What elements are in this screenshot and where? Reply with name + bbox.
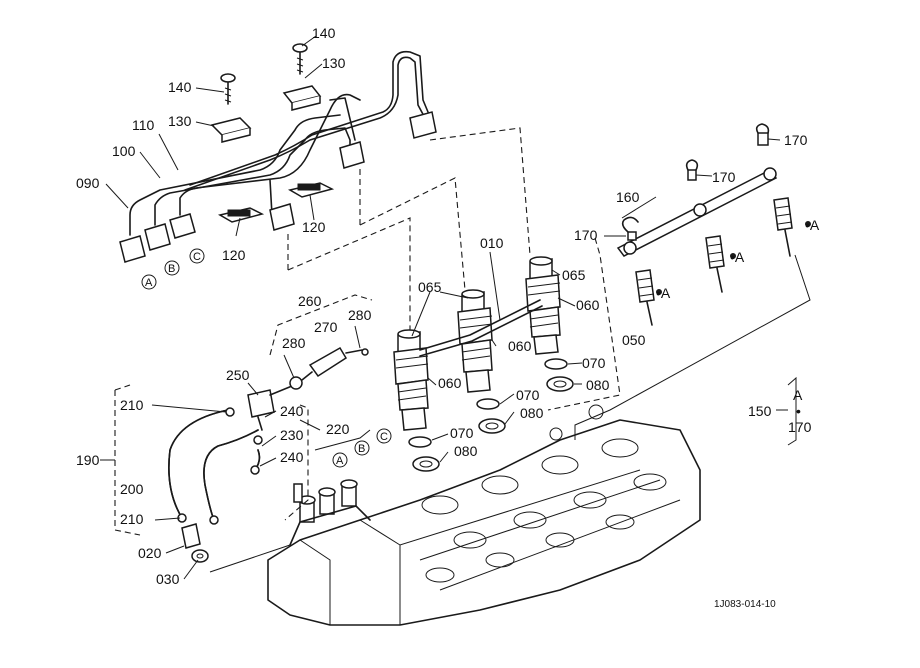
leader-lines: [100, 35, 797, 580]
assembly-lines: [114, 127, 811, 573]
label-270: 270: [314, 319, 338, 335]
label-250: 250: [226, 367, 250, 383]
label-170-d: 170: [788, 419, 812, 435]
circle-b-2: B: [358, 443, 365, 455]
label-200: 200: [120, 481, 144, 497]
label-110: 110: [132, 117, 155, 133]
label-210-a: 210: [120, 397, 144, 413]
label-090: 090: [76, 175, 100, 191]
circle-a-1: A: [145, 277, 153, 289]
glow-plug-1: [635, 269, 655, 326]
nozzle-right: [525, 256, 561, 355]
return-hose-270: [289, 346, 369, 390]
label-065-b: 065: [562, 267, 586, 283]
circle-b-1: B: [168, 263, 175, 275]
hose-clips: [177, 407, 263, 525]
glow-plug-2: [705, 235, 725, 293]
label-020: 020: [138, 545, 162, 561]
nozzle-washers: [408, 358, 574, 472]
head-bosses: [421, 404, 667, 583]
nozzle-middle: [457, 289, 493, 393]
label-030: 030: [156, 571, 180, 587]
return-hoses: [168, 346, 369, 563]
cylinder-head: [267, 404, 701, 626]
label-060-c: 060: [438, 375, 462, 391]
a-markers: •A •A •A A •: [656, 217, 820, 419]
glow-plug-3: [773, 197, 793, 257]
label-120-b: 120: [302, 219, 326, 235]
circle-a-2: A: [336, 455, 344, 467]
nozzle-left: [393, 329, 429, 431]
label-130-a: 130: [168, 113, 192, 129]
label-240-b: 240: [280, 449, 304, 465]
pipe-clamps: [210, 85, 335, 223]
circle-c-2: C: [380, 431, 388, 443]
label-240-a: 240: [280, 403, 304, 419]
label-060-a: 060: [576, 297, 600, 313]
label-260: 260: [298, 293, 322, 309]
label-080-a: 080: [586, 377, 610, 393]
dot-markers: [656, 221, 811, 295]
label-050: 050: [622, 332, 646, 348]
label-010: 010: [480, 235, 504, 251]
label-060-b: 060: [508, 338, 532, 354]
label-170-a: 170: [784, 132, 808, 148]
label-130-b: 130: [322, 55, 346, 71]
marker-150-dot: •: [796, 403, 801, 419]
label-210-b: 210: [120, 511, 144, 527]
glow-plug-assembly: [616, 123, 793, 326]
label-080-c: 080: [454, 443, 478, 459]
marker-a-2: •A: [730, 249, 745, 265]
label-080-b: 080: [520, 405, 544, 421]
nozzle-holders: [393, 256, 561, 431]
marker-150-a: A: [793, 387, 803, 403]
label-280-b: 280: [282, 335, 306, 351]
label-230: 230: [280, 427, 304, 443]
label-100: 100: [112, 143, 136, 159]
label-070-b: 070: [516, 387, 540, 403]
label-070-a: 070: [582, 355, 606, 371]
label-170-b: 170: [712, 169, 736, 185]
label-140-b: 140: [312, 25, 336, 41]
circled-letters: A B C A B C: [141, 248, 392, 468]
injection-pipes: [119, 50, 437, 263]
label-065-a: 065: [418, 279, 442, 295]
joint-250: [247, 385, 293, 431]
label-280-a: 280: [348, 307, 372, 323]
banjo-020: [181, 523, 209, 563]
label-170-c: 170: [574, 227, 598, 243]
marker-a-3: •A: [805, 217, 820, 233]
injection-pump-outlets: [289, 479, 371, 546]
label-160: 160: [616, 189, 640, 205]
label-070-c: 070: [450, 425, 474, 441]
clamp-bolts: [220, 43, 308, 105]
marker-a-1: •A: [656, 285, 671, 301]
circle-c-1: C: [193, 251, 201, 263]
part-labels: 140 130 140 130 110 100 090 120 120 010 …: [76, 25, 812, 587]
drawing-code: 1J083-014-10: [714, 599, 776, 610]
label-140-a: 140: [168, 79, 192, 95]
label-120-a: 120: [222, 247, 246, 263]
pipe-nuts: [119, 111, 437, 263]
label-150: 150: [748, 403, 772, 419]
label-220: 220: [326, 421, 350, 437]
label-190: 190: [76, 452, 100, 468]
